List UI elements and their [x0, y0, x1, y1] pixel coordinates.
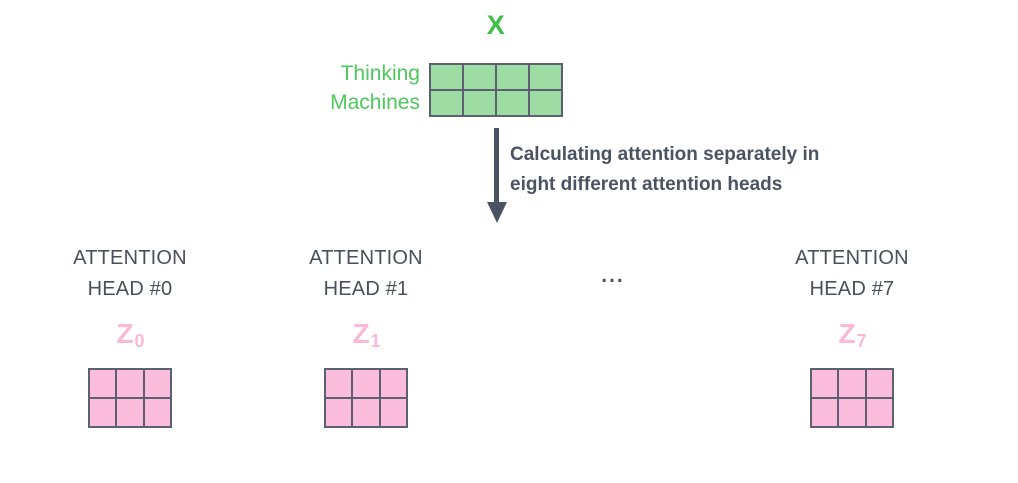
matrix-cell	[90, 370, 116, 397]
attention-head-1-title: ATTENTION HEAD #1	[256, 243, 476, 305]
matrix-cell	[839, 399, 865, 426]
output-matrix-z1	[324, 368, 408, 428]
matrix-cell	[497, 91, 528, 115]
flow-annotation-text: Calculating attention separately in eigh…	[510, 140, 910, 200]
attention-head-0-title-line-1: HEAD #0	[87, 278, 173, 300]
output-label-base: Z	[352, 318, 370, 349]
input-token-labels: Thinking Machines	[260, 59, 420, 117]
matrix-cell	[326, 399, 352, 426]
down-arrow-icon	[487, 128, 507, 223]
output-label-base: Z	[838, 318, 856, 349]
output-matrix-z0	[88, 368, 172, 428]
ellipsis-separator: ...	[601, 264, 625, 287]
attention-head-1-title-line-0: ATTENTION	[309, 247, 423, 269]
attention-head-0-title-line-0: ATTENTION	[73, 247, 187, 269]
matrix-cell	[380, 399, 406, 426]
output-label-subscript: 1	[370, 331, 381, 351]
input-matrix-title: X	[486, 10, 506, 40]
matrix-cell	[497, 65, 528, 89]
attention-head-7-output-label: Z7	[742, 319, 962, 352]
matrix-cell	[353, 399, 379, 426]
matrix-cell	[144, 399, 170, 426]
matrix-cell	[117, 370, 143, 397]
matrix-cell	[530, 65, 561, 89]
matrix-cell	[431, 65, 462, 89]
flow-annotation-line-1: eight different attention heads	[510, 174, 783, 195]
attention-head-1-title-line-1: HEAD #1	[323, 278, 409, 300]
attention-head-0: ATTENTION HEAD #0 Z0	[20, 243, 240, 352]
matrix-cell	[326, 370, 352, 397]
matrix-cell	[866, 370, 892, 397]
input-token-row-1: Machines	[330, 91, 420, 114]
matrix-cell	[431, 91, 462, 115]
attention-head-0-title: ATTENTION HEAD #0	[20, 243, 240, 305]
matrix-cell	[839, 370, 865, 397]
matrix-cell	[464, 91, 495, 115]
matrix-cell	[866, 399, 892, 426]
output-matrix-z7	[810, 368, 894, 428]
matrix-cell	[90, 399, 116, 426]
attention-head-0-output-label: Z0	[20, 319, 240, 352]
attention-head-7-title-line-0: ATTENTION	[795, 247, 909, 269]
matrix-cell	[464, 65, 495, 89]
input-token-row-0: Thinking	[340, 62, 420, 85]
attention-head-1-output-label: Z1	[256, 319, 476, 352]
matrix-cell	[530, 91, 561, 115]
attention-head-1: ATTENTION HEAD #1 Z1	[256, 243, 476, 352]
output-label-base: Z	[116, 318, 134, 349]
input-matrix-x	[429, 63, 563, 117]
attention-head-7-title-line-1: HEAD #7	[809, 278, 895, 300]
attention-head-7: ATTENTION HEAD #7 Z7	[742, 243, 962, 352]
output-label-subscript: 0	[134, 331, 145, 351]
flow-annotation-line-0: Calculating attention separately in	[510, 144, 820, 165]
matrix-cell	[117, 399, 143, 426]
matrix-cell	[812, 370, 838, 397]
matrix-cell	[353, 370, 379, 397]
matrix-cell	[380, 370, 406, 397]
attention-head-7-title: ATTENTION HEAD #7	[742, 243, 962, 305]
matrix-cell	[812, 399, 838, 426]
output-label-subscript: 7	[856, 331, 867, 351]
matrix-cell	[144, 370, 170, 397]
